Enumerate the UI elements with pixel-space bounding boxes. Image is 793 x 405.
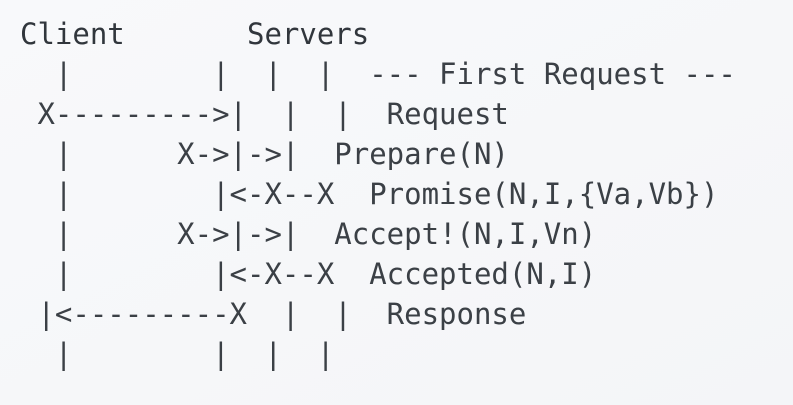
row-accept-msg-gap [299, 217, 334, 251]
row-accept-gap [72, 217, 177, 251]
row-prepare-server-arrows: X->|->| [177, 137, 300, 171]
row-request: X--------->| | | Request [20, 94, 736, 134]
row-promise-msg-gap [334, 177, 369, 211]
row-idle-bottom-server-lifelines: | | | [212, 337, 335, 371]
row-idle-top-client-lifeline: | [54, 57, 73, 91]
row-idle-bottom-client-lifeline: | [54, 337, 73, 371]
row-idle-top: | | | | --- First Request --- [20, 54, 736, 94]
row-response-gap [247, 297, 282, 331]
row-prepare: | X->|->| Prepare(N) [20, 134, 736, 174]
row-accept-message: Accept!(N,I,Vn) [334, 217, 597, 251]
row-accepted: | |<-X--X Accepted(N,I) [20, 254, 736, 294]
row-accept-server-arrows: X->|->| [177, 217, 300, 251]
row-prepare-client-lifeline: | [54, 137, 73, 171]
row-prepare-message: Prepare(N) [334, 137, 509, 171]
row-accepted-message: Accepted(N,I) [369, 257, 597, 291]
servers-column-label: Servers [246, 17, 370, 51]
row-prepare-msg-gap [299, 137, 334, 171]
row-response-server-lifelines: | | [281, 297, 352, 331]
client-column-label: Client [20, 17, 125, 51]
row-idle-top-indent [20, 57, 55, 91]
row-promise-gap [72, 177, 212, 211]
row-idle-top-msg-gap [334, 57, 369, 91]
row-idle-bottom: | | | | [20, 334, 736, 374]
row-idle-top-server-lifelines: | | | [212, 57, 335, 91]
row-idle-top-message: --- First Request --- [369, 57, 736, 91]
row-response-indent [20, 297, 37, 331]
ascii-diagram-body: Client Servers | | | | --- First Request… [20, 14, 736, 374]
row-accept-indent [20, 217, 55, 251]
row-request-message: Request [386, 97, 509, 131]
row-request-indent [20, 97, 37, 131]
row-promise-message: Promise(N,I,{Va,Vb}) [369, 177, 719, 211]
row-accept-client-lifeline: | [54, 217, 73, 251]
row-response-message: Response [386, 297, 527, 331]
row-promise-client-lifeline: | [54, 177, 73, 211]
row-accepted-server-arrows: |<-X--X [212, 257, 335, 291]
row-accepted-msg-gap [334, 257, 369, 291]
row-request-client-arrow: X---------> [37, 97, 230, 131]
row-prepare-indent [20, 137, 55, 171]
row-request-server-lifelines: | | | [229, 97, 352, 131]
row-accepted-indent [20, 257, 55, 291]
row-accepted-client-lifeline: | [54, 257, 73, 291]
row-prepare-gap [72, 137, 177, 171]
row-idle-top-gap [72, 57, 212, 91]
row-response-client-arrow: |<---------X [37, 297, 247, 331]
row-promise-indent [20, 177, 55, 211]
row-promise-server-arrows: |<-X--X [212, 177, 335, 211]
row-response: |<---------X | | Response [20, 294, 736, 334]
row-accepted-gap [72, 257, 212, 291]
row-accept: | X->|->| Accept!(N,I,Vn) [20, 214, 736, 254]
row-idle-bottom-indent [20, 337, 55, 371]
row-promise: | |<-X--X Promise(N,I,{Va,Vb}) [20, 174, 736, 214]
header-gap [125, 17, 247, 51]
row-request-msg-gap [352, 97, 387, 131]
row-response-msg-gap [352, 297, 387, 331]
row-idle-bottom-gap [72, 337, 212, 371]
diagram-header-row: Client Servers [20, 14, 736, 54]
